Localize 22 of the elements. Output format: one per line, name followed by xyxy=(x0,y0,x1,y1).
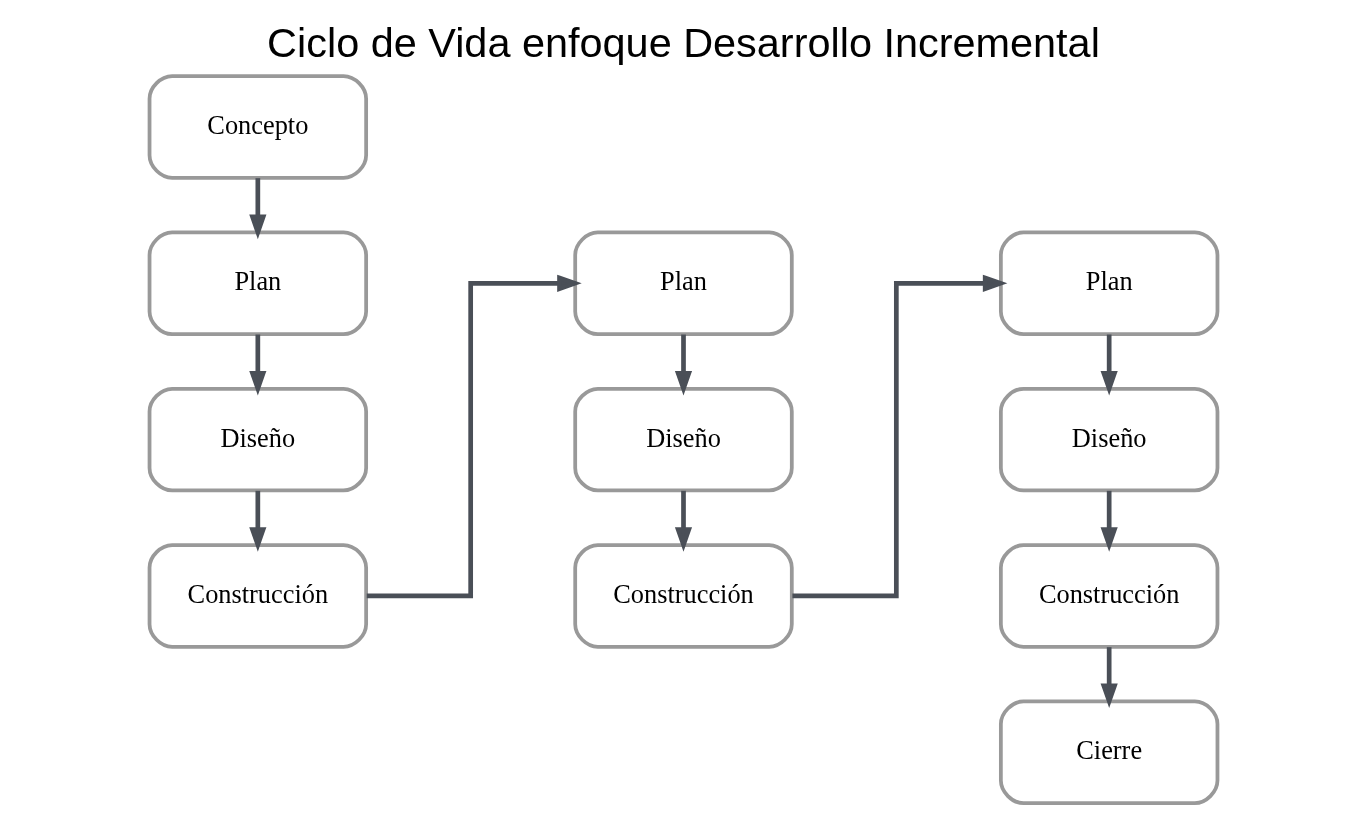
arrow xyxy=(1100,490,1118,552)
arrow xyxy=(792,274,1008,599)
node-box: Cierre xyxy=(999,699,1220,806)
node-box: Diseño xyxy=(147,386,368,493)
node-box: Construcción xyxy=(573,543,794,649)
node-box: Construcción xyxy=(147,543,368,649)
arrow xyxy=(366,274,582,599)
node-box: Diseño xyxy=(999,386,1220,493)
arrow xyxy=(1100,334,1118,396)
node-box: Diseño xyxy=(573,386,794,493)
arrow xyxy=(674,490,693,552)
arrow xyxy=(1100,647,1118,709)
node-box: Construcción xyxy=(999,543,1220,649)
arrow xyxy=(674,334,693,396)
node-box: Plan xyxy=(573,230,794,337)
node-box: Plan xyxy=(147,230,368,337)
arrow xyxy=(249,490,267,552)
diagram-title: Ciclo de Vida enfoque Desarrollo Incremental xyxy=(267,18,1100,66)
node-box: Concepto xyxy=(147,74,368,180)
arrow xyxy=(249,334,267,396)
arrow xyxy=(249,178,267,240)
node-box: Plan xyxy=(999,230,1220,337)
